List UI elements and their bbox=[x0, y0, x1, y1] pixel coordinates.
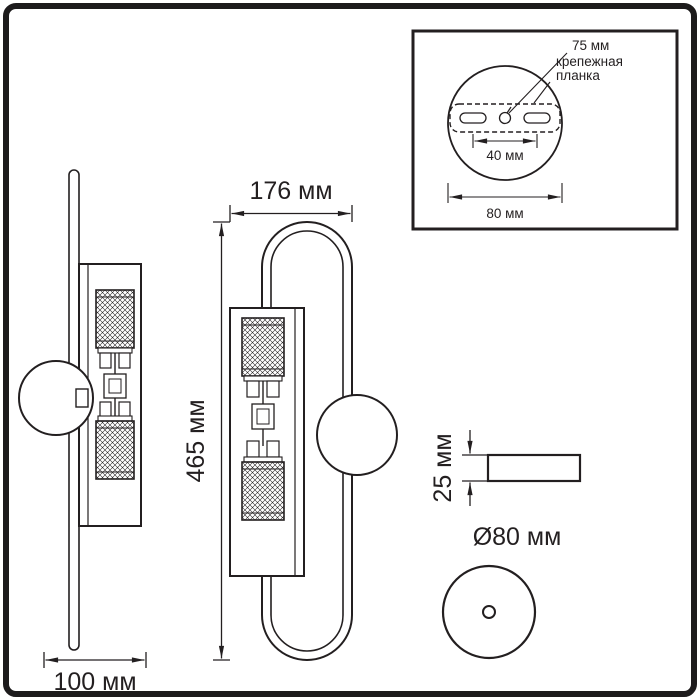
front-width-label: 176 мм bbox=[249, 177, 332, 205]
front-shade-top bbox=[241, 317, 285, 377]
front-clamp bbox=[266, 440, 280, 458]
side-ball-mount bbox=[75, 388, 89, 408]
inset-mounting-bracket bbox=[449, 103, 561, 133]
side-clamp bbox=[118, 352, 131, 369]
inset-75-label: 75 мм bbox=[572, 38, 609, 53]
side-shade-bottom bbox=[95, 420, 135, 480]
front-shade-bottom bbox=[241, 461, 285, 521]
leader-line-bracket bbox=[533, 81, 551, 104]
front-clamp bbox=[246, 380, 260, 398]
canopy-profile bbox=[486, 453, 582, 483]
leader-line-75 bbox=[508, 52, 568, 114]
front-clamp bbox=[266, 380, 280, 398]
canopy-thickness-label: 25 мм bbox=[429, 433, 457, 502]
inset-slot-left bbox=[459, 112, 487, 124]
front-ball-shade bbox=[316, 394, 398, 476]
inset-center-hole-mark bbox=[506, 106, 512, 114]
side-clamp bbox=[99, 401, 112, 418]
front-view bbox=[229, 221, 398, 661]
front-holder-bar bbox=[243, 375, 283, 382]
side-depth-dimension bbox=[43, 652, 147, 668]
front-center-box-inner bbox=[256, 408, 270, 425]
inset-bracket-label-1: крепежная bbox=[556, 54, 623, 69]
inset-slot-right bbox=[523, 112, 551, 124]
front-clamp bbox=[246, 440, 260, 458]
side-shade-top bbox=[95, 289, 135, 349]
side-clamp bbox=[99, 352, 112, 369]
canopy-thickness-dimension bbox=[462, 430, 490, 506]
front-height-dimension bbox=[213, 221, 230, 661]
front-width-dimension bbox=[229, 205, 353, 222]
mounting-detail-inset bbox=[411, 29, 679, 231]
side-ball-shade bbox=[18, 360, 94, 436]
canopy-diameter-label: Ø80 мм bbox=[473, 523, 562, 551]
side-holder-bar bbox=[97, 347, 133, 354]
canopy-back bbox=[441, 564, 537, 660]
inset-center-hole bbox=[498, 111, 512, 125]
inset-80-label: 80 мм bbox=[486, 206, 523, 221]
canopy-center-hole bbox=[482, 605, 496, 619]
side-view bbox=[18, 169, 142, 651]
side-clamp bbox=[118, 401, 131, 418]
inset-40-label: 40 мм bbox=[486, 148, 523, 163]
inset-bracket-label-2: планка bbox=[556, 68, 600, 83]
image-border bbox=[3, 3, 697, 697]
front-height-label: 465 мм bbox=[182, 399, 210, 482]
side-depth-label: 100 мм bbox=[53, 668, 136, 696]
side-center-box-inner bbox=[108, 378, 122, 394]
